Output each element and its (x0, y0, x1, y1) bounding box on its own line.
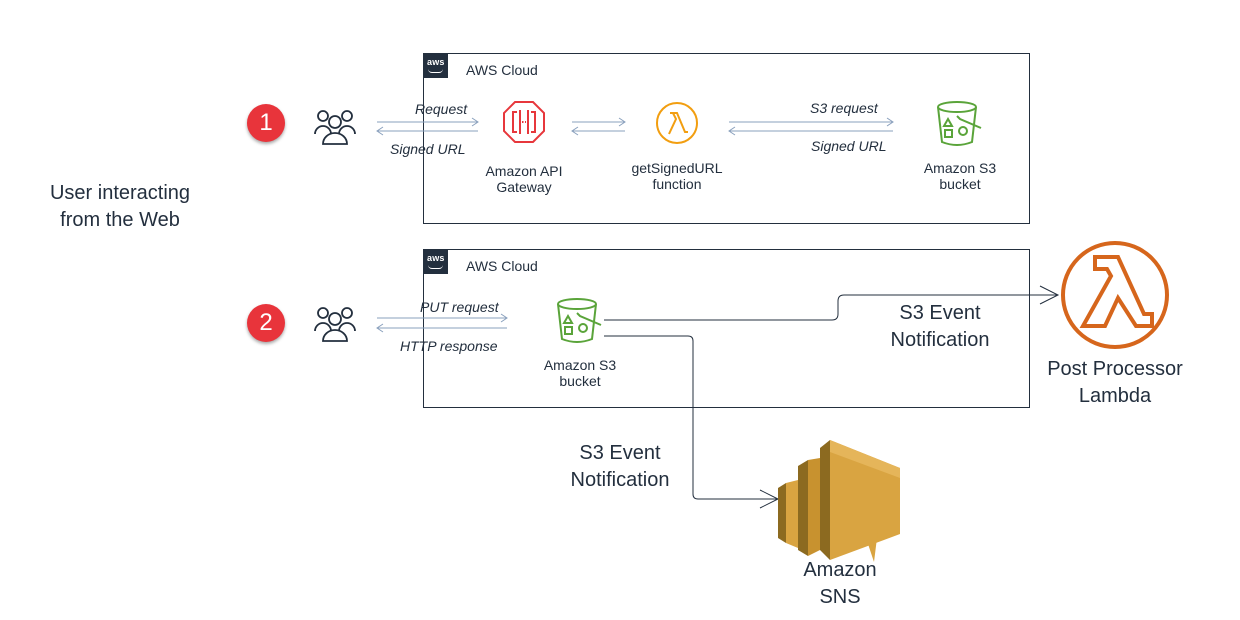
users-icon-2 (314, 307, 356, 342)
aws-cloud-group-2: aws AWS Cloud (423, 249, 1030, 408)
step-badge-2: 2 (247, 304, 285, 342)
users-icon-1 (314, 110, 356, 145)
aws-cloud-title-1: AWS Cloud (466, 62, 538, 78)
aws-cloud-title-2: AWS Cloud (466, 258, 538, 274)
aws-logo-icon: aws (424, 250, 448, 274)
lambda-icon (656, 102, 698, 144)
sns-icon (778, 440, 900, 562)
s3-bucket-icon-1 (937, 101, 982, 146)
put-request-label: PUT request (420, 299, 499, 315)
request-label-1: Request (415, 101, 468, 117)
user-caption: User interacting from the Web (30, 180, 210, 234)
step-badge-1: 1 (247, 104, 285, 142)
http-response-label: HTTP response (400, 338, 498, 354)
aws-logo-icon: aws (424, 54, 448, 78)
signed-url-label-2: Signed URL (811, 138, 887, 154)
signed-url-label-1: Signed URL (390, 141, 466, 157)
aws-cloud-group-1: aws AWS Cloud (423, 53, 1030, 224)
s3-request-label: S3 request (810, 100, 878, 116)
post-processor-lambda-icon (1061, 241, 1169, 349)
api-gateway-icon (503, 101, 545, 143)
user-caption-line-1: User interacting (49, 182, 191, 204)
user-caption-line-2: from the Web (60, 209, 180, 231)
s3-bucket-icon-2 (557, 298, 602, 343)
